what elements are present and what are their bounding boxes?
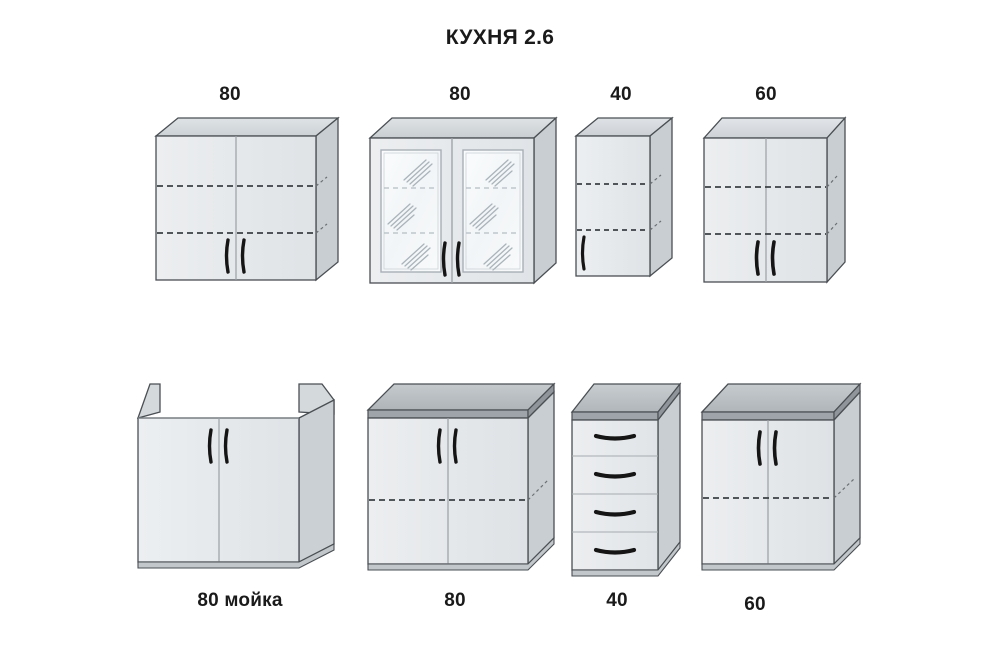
drawer-handle-1 xyxy=(593,433,637,441)
door-handle-right xyxy=(240,238,246,274)
unit-wall-40[interactable] xyxy=(570,112,674,292)
door-handle-right xyxy=(455,241,461,277)
cabinet-side-panel xyxy=(533,116,557,285)
label-base-80-sink: 80 мойка xyxy=(197,590,283,611)
unit-wall-80-glass[interactable] xyxy=(364,112,558,298)
cabinet-front-face xyxy=(575,135,651,277)
cabinet-top-panel xyxy=(154,117,340,137)
label-wall-80-solid: 80 xyxy=(219,84,241,105)
cabinet-side-panel xyxy=(315,116,339,282)
toe-kick xyxy=(137,543,335,569)
side-shelf-tick-2 xyxy=(315,223,328,234)
unit-base-80-sink[interactable] xyxy=(136,378,335,578)
glass-panel-right-inner xyxy=(465,152,521,270)
side-shelf-tick-1 xyxy=(315,176,328,187)
cabinet-side-panel xyxy=(298,398,335,564)
side-shelf-tick-1 xyxy=(649,174,662,185)
door-handle-right xyxy=(772,430,778,466)
countertop-surface xyxy=(700,383,862,413)
unit-base-80[interactable] xyxy=(366,380,556,580)
toe-kick xyxy=(571,540,681,577)
toe-kick xyxy=(367,536,555,571)
drawer-handle-4 xyxy=(593,547,637,555)
countertop-surface xyxy=(366,383,556,411)
drawer-handle-2 xyxy=(593,471,637,479)
side-shelf-tick-1 xyxy=(826,175,838,188)
label-base-60: 60 xyxy=(744,594,766,615)
door-handle-right xyxy=(223,428,229,464)
cabinet-top-panel xyxy=(702,117,847,139)
countertop-edge xyxy=(367,409,529,419)
glass-panel-left-inner xyxy=(383,152,439,270)
cabinet-side-panel xyxy=(657,390,681,572)
unit-wall-80-solid[interactable] xyxy=(148,112,340,297)
drawer-handle-3 xyxy=(593,509,637,517)
door-handle-left xyxy=(441,241,447,277)
side-shelf-tick-2 xyxy=(649,220,662,231)
page-title: КУХНЯ 2.6 xyxy=(445,26,555,49)
cabinet-side-panel xyxy=(826,116,846,284)
door-handle-left xyxy=(754,240,760,276)
door-handle-left xyxy=(207,428,213,464)
glass-streaks-right xyxy=(469,159,515,271)
cabinet-front-face xyxy=(571,419,659,571)
label-wall-80-glass: 80 xyxy=(449,84,471,105)
cabinet-side-panel xyxy=(649,116,673,278)
unit-base-40-drawers[interactable] xyxy=(570,380,682,585)
unit-base-60[interactable] xyxy=(700,380,862,580)
label-wall-40: 40 xyxy=(610,84,632,105)
cabinet-top-panel xyxy=(368,117,558,139)
countertop-edge xyxy=(701,411,835,421)
door-handle-left xyxy=(224,238,230,274)
glass-panel-right xyxy=(462,149,524,273)
door-handle xyxy=(580,235,586,271)
unit-wall-60[interactable] xyxy=(700,114,847,296)
label-base-80: 80 xyxy=(444,590,466,611)
door-handle-left xyxy=(436,428,442,464)
glass-streaks-left xyxy=(387,159,433,271)
label-base-40-drawers: 40 xyxy=(606,590,628,611)
countertop-edge xyxy=(571,411,659,421)
side-shelf-tick-1 xyxy=(527,479,549,501)
sink-left-wall xyxy=(136,383,161,419)
door-handle-right xyxy=(452,428,458,464)
side-shelf-tick-2 xyxy=(826,222,838,235)
door-handle-left xyxy=(756,430,762,466)
glass-panel-left xyxy=(380,149,442,273)
toe-kick xyxy=(701,536,861,571)
door-handle-right xyxy=(770,240,776,276)
side-shelf-tick-1 xyxy=(833,477,856,499)
cabinet-side-panel xyxy=(833,390,861,566)
cabinet-side-panel xyxy=(527,390,555,566)
label-wall-60: 60 xyxy=(755,84,777,105)
